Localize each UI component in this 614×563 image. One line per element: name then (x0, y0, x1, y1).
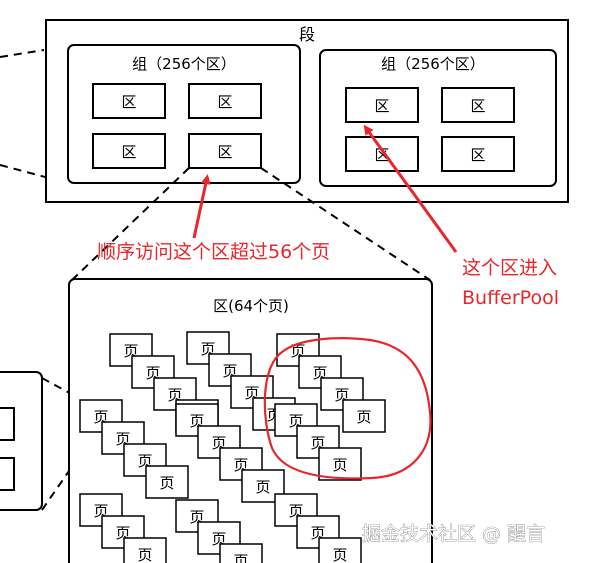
page-label: 页 (159, 474, 174, 492)
extent-box (92, 133, 166, 169)
annotation-sequential-access: 顺序访问这个区超过56个页 (97, 241, 330, 263)
extent-box (345, 136, 419, 172)
page-label: 页 (233, 552, 248, 563)
page-box (197, 425, 241, 459)
arrow-to-buffered-extent (363, 124, 458, 253)
page-box (318, 447, 362, 481)
left-dashed-link-bottom (0, 164, 65, 183)
page-label: 页 (255, 478, 270, 496)
page-label: 页 (332, 546, 347, 563)
arrow-to-selected-extent (192, 174, 211, 239)
page-box (342, 399, 386, 433)
left-partial-page-box (0, 457, 15, 491)
extent-box (188, 83, 262, 119)
extent-box-selected (188, 133, 262, 169)
extent-label: 区 (374, 146, 389, 164)
left-dashed-link-page-2 (41, 454, 81, 511)
group-label-1: 组（256个区） (132, 55, 236, 73)
segment-label: 段 (299, 25, 315, 44)
extent-box-buffered (345, 87, 419, 123)
annotation-buffer-pool-line1: 这个区进入 (462, 257, 557, 279)
page-box (153, 377, 197, 411)
extent-label: 区 (217, 93, 232, 111)
annotation-buffer-pool-line2: BufferPool (462, 287, 559, 309)
extent-box (441, 87, 515, 123)
page-box (208, 353, 252, 387)
page-grid: 页页页页页页页页页页页页页页页页页页页页页页页页页页页页页页页页 (79, 331, 386, 563)
page-label: 页 (137, 546, 152, 563)
page-box (318, 537, 362, 563)
page-label: 页 (332, 456, 347, 474)
page-box (123, 537, 167, 563)
extent-label: 区 (121, 93, 136, 111)
page-box (197, 521, 241, 555)
page-box (145, 465, 189, 499)
page-box (219, 543, 263, 563)
watermark: 掘金技术社区 @ 醒言 (362, 523, 545, 545)
group-label-2: 组（256个区） (381, 55, 485, 73)
extent-detail-label: 区(64个页) (213, 297, 289, 315)
extent-label: 区 (121, 143, 136, 161)
extent-label: 区 (470, 146, 485, 164)
extent-label: 区 (470, 97, 485, 115)
left-dashed-link-top (0, 49, 45, 58)
extent-box (92, 83, 166, 119)
page-label: 页 (356, 408, 371, 426)
extent-label: 区 (374, 97, 389, 115)
zoom-dashed-line-right (260, 167, 431, 281)
highlight-circle (263, 337, 432, 480)
left-partial-page-box (0, 407, 15, 441)
extent-box (441, 136, 515, 172)
extent-label: 区 (217, 143, 232, 161)
